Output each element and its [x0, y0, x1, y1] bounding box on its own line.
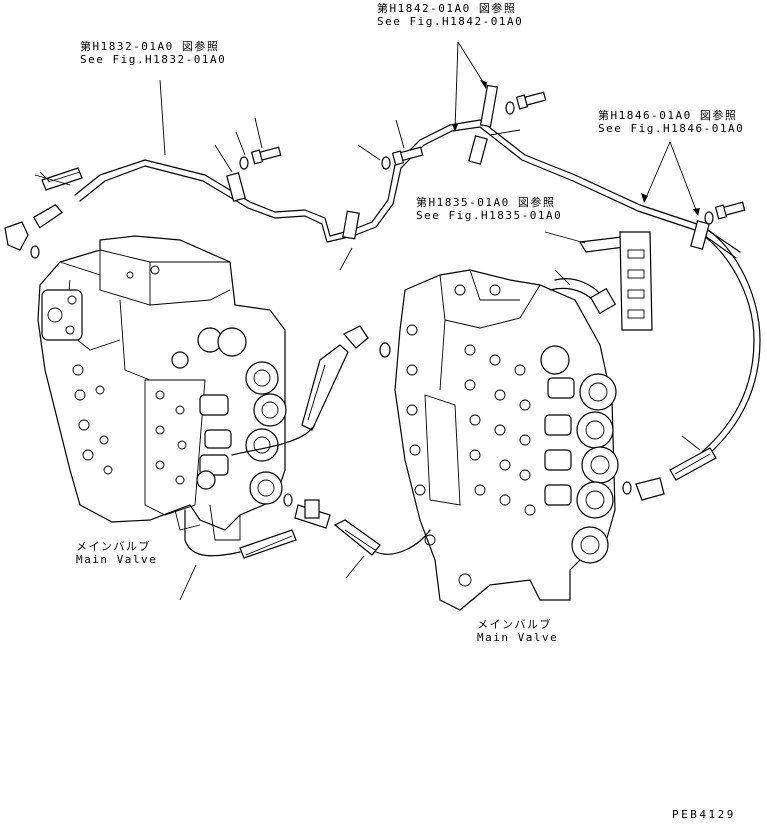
reference-label-h1842: 第H1842-01A0 図参照 See Fig.H1842-01A0 [377, 2, 523, 28]
valve-label-jp: メインバルブ [477, 618, 552, 631]
left-main-valve [37, 235, 287, 541]
hoses-and-fittings [4, 41, 717, 601]
valve-label-en: Main Valve [477, 631, 559, 644]
reference-en: See Fig.H1842-01A0 [377, 15, 524, 28]
right-main-valve [394, 269, 619, 611]
reference-en: See Fig.H1835-01A0 [416, 209, 563, 222]
reference-label-h1835: 第H1835-01A0 図参照 See Fig.H1835-01A0 [416, 196, 562, 222]
upper-pilot-pipe [74, 79, 761, 471]
valve-label-en: Main Valve [76, 553, 158, 566]
right-valve-label: メインバルブ Main Valve [477, 618, 558, 644]
reference-label-h1832: 第H1832-01A0 図参照 See Fig.H1832-01A0 [80, 40, 226, 66]
bolt-3 [505, 91, 547, 115]
reference-jp: 第H1835-01A0 図参照 [416, 196, 556, 209]
drawing-code: PEB4129 [672, 808, 736, 821]
reference-jp: 第H1842-01A0 図参照 [377, 2, 517, 15]
reference-en: See Fig.H1846-01A0 [598, 122, 745, 135]
bolt-2 [381, 146, 424, 170]
bolt-4 [704, 201, 746, 225]
reference-label-h1846: 第H1846-01A0 図参照 See Fig.H1846-01A0 [598, 109, 744, 135]
left-valve-label: メインバルブ Main Valve [76, 540, 157, 566]
valve-label-jp: メインバルブ [76, 540, 151, 553]
reference-jp: 第H1832-01A0 図参照 [80, 40, 220, 53]
bolt-1 [239, 146, 282, 170]
reference-jp: 第H1846-01A0 図参照 [598, 109, 738, 122]
reference-en: See Fig.H1832-01A0 [80, 53, 227, 66]
